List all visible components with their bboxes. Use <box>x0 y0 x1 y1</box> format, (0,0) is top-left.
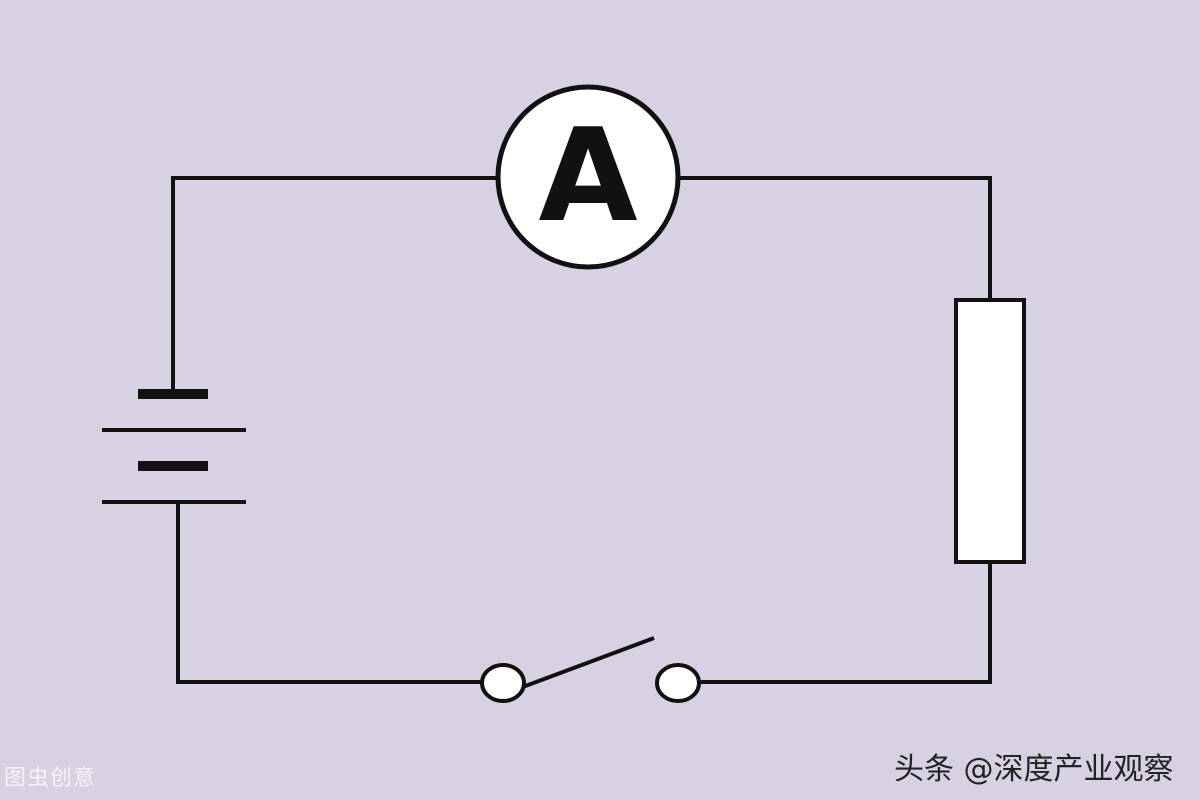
switch-lever <box>519 636 655 690</box>
ammeter-symbol: A <box>495 84 681 270</box>
watermark-right: 头条 @深度产业观察 <box>894 752 1174 787</box>
switch-terminal-left <box>480 663 526 703</box>
ammeter-icon <box>495 84 681 270</box>
watermark-left: 图虫创意 <box>4 766 97 791</box>
wire-ammeter-to-resistor <box>676 176 992 302</box>
ammeter-label: A <box>538 102 637 251</box>
wire-resistor-to-switch <box>698 560 992 684</box>
switch-icon <box>480 636 701 703</box>
switch-terminal-right <box>655 663 701 703</box>
battery-symbol <box>102 389 246 504</box>
wire-switch-to-battery <box>176 500 484 684</box>
wires <box>171 176 992 684</box>
resistor-icon <box>954 298 1026 564</box>
wire-battery-to-ammeter <box>171 176 500 390</box>
